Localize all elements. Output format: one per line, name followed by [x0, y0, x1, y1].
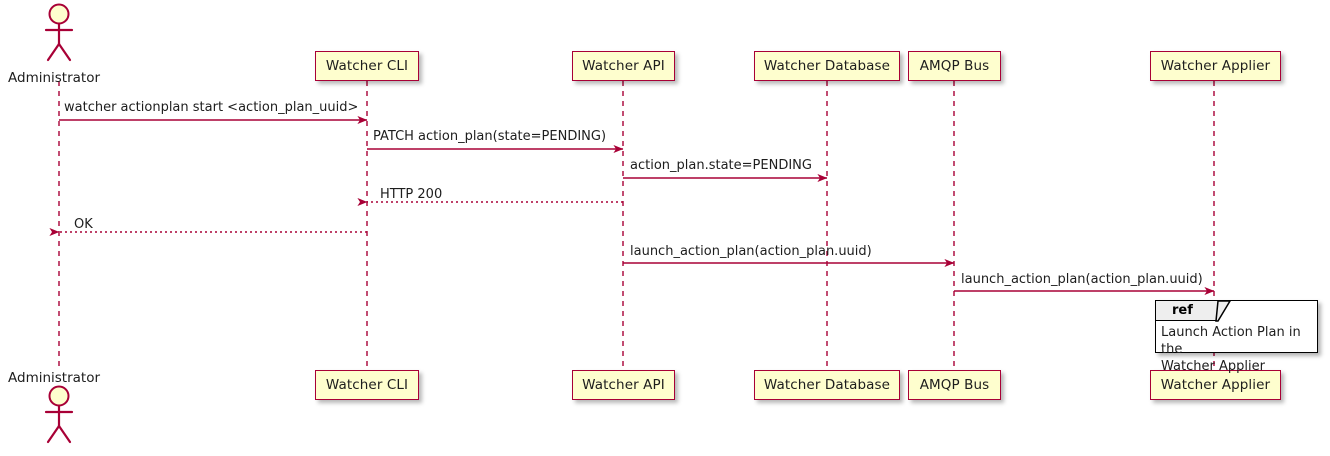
participant-box-watcher-database-top[interactable]: Watcher Database — [754, 51, 900, 81]
participant-label: Watcher Applier — [1160, 377, 1271, 393]
actor-figure-administrator-top — [44, 3, 74, 62]
participant-box-amqp-bus-top[interactable]: AMQP Bus — [908, 51, 1001, 81]
actor-right-leg-line — [57, 424, 72, 444]
message-label-6: launch_action_plan(action_plan.uuid) — [630, 244, 872, 259]
participant-label: Watcher Applier — [1160, 58, 1271, 74]
actor-figure-administrator-bottom — [44, 385, 74, 444]
participant-label: Watcher API — [582, 377, 665, 393]
actor-name: Administrator — [8, 370, 101, 386]
actor-right-leg-line — [57, 42, 72, 62]
message-label-7: launch_action_plan(action_plan.uuid) — [961, 272, 1203, 287]
participant-box-watcher-applier-bottom[interactable]: Watcher Applier — [1150, 370, 1281, 400]
participant-label: Watcher API — [582, 58, 665, 74]
ref-fragment-tab — [1156, 301, 1218, 321]
participant-box-watcher-cli-top[interactable]: Watcher CLI — [315, 51, 419, 81]
participant-label: AMQP Bus — [919, 58, 990, 74]
participant-box-watcher-api-top[interactable]: Watcher API — [572, 51, 675, 81]
message-label-2: PATCH action_plan(state=PENDING) — [373, 129, 607, 144]
participant-label: Watcher Database — [763, 58, 891, 74]
participant-box-watcher-database-bottom[interactable]: Watcher Database — [754, 370, 900, 400]
actor-head-icon — [48, 3, 70, 25]
ref-fragment-box[interactable]: ref Launch Action Plan in the Watcher Ap… — [1155, 300, 1318, 374]
participant-box-amqp-bus-bottom[interactable]: AMQP Bus — [908, 370, 1001, 400]
ref-tab-notch-icon — [1215, 300, 1232, 322]
message-label-4: HTTP 200 — [380, 187, 443, 202]
message-arrows-group — [49, 116, 1215, 295]
ref-fragment-tab-label: ref — [1172, 303, 1193, 318]
ref-tab-notch-shape — [1215, 300, 1232, 322]
actor-label-administrator-bottom: Administrator — [8, 370, 100, 386]
message-label-5: OK — [74, 217, 93, 232]
message-label-1: watcher actionplan start <action_plan_uu… — [64, 100, 359, 115]
message-label-3: action_plan.state=PENDING — [630, 158, 812, 173]
participant-box-watcher-cli-bottom[interactable]: Watcher CLI — [315, 370, 419, 400]
actor-figures-group — [44, 3, 74, 444]
participant-label: Watcher CLI — [325, 58, 409, 74]
participant-label: Watcher CLI — [325, 377, 409, 393]
participant-label: AMQP Bus — [919, 377, 990, 393]
participant-box-watcher-applier-top[interactable]: Watcher Applier — [1150, 51, 1281, 81]
actor-name: Administrator — [8, 70, 101, 86]
actor-left-leg-line — [46, 424, 61, 444]
actor-head-icon — [48, 385, 70, 407]
lifelines-group — [58, 81, 1215, 370]
actor-left-leg-line — [46, 42, 61, 62]
participant-label: Watcher Database — [763, 377, 891, 393]
ref-fragment-text: Launch Action Plan in the Watcher Applie… — [1161, 325, 1301, 374]
actor-label-administrator-top: Administrator — [8, 70, 100, 86]
participant-box-watcher-api-bottom[interactable]: Watcher API — [572, 370, 675, 400]
